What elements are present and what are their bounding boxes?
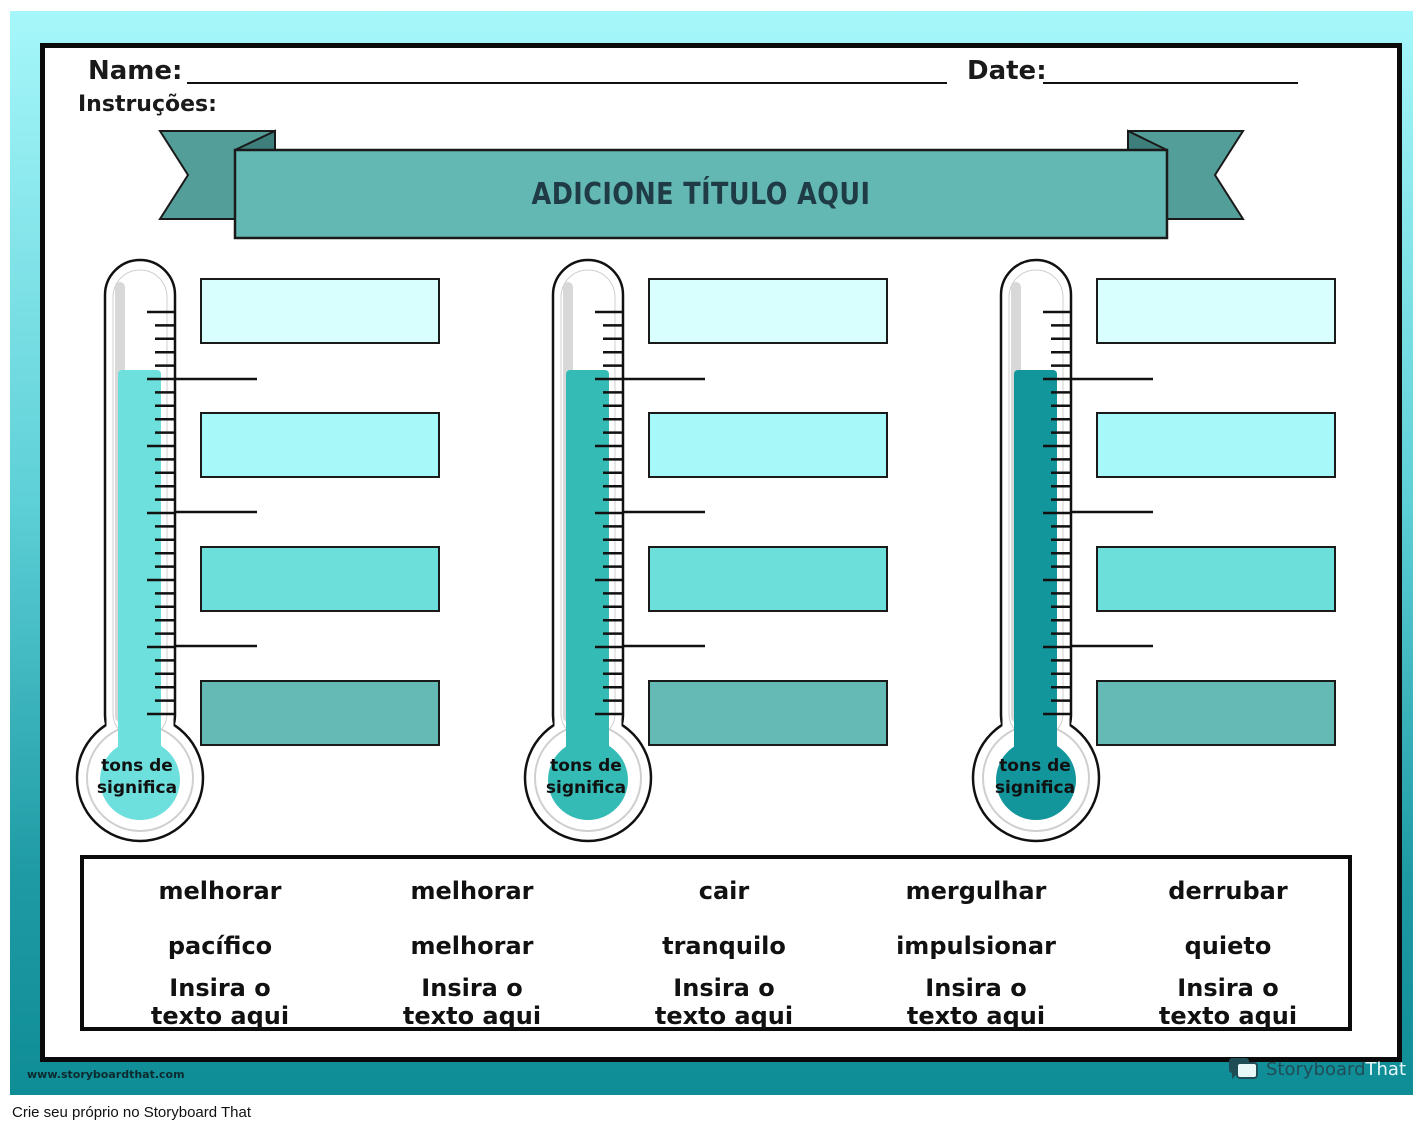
answer-box[interactable] xyxy=(648,412,888,478)
answer-box[interactable] xyxy=(1096,680,1336,746)
word-bank-word[interactable]: pacífico xyxy=(167,932,273,960)
name-line[interactable] xyxy=(187,82,947,84)
word-bank-word[interactable]: mergulhar xyxy=(905,877,1047,905)
date-label: Date: xyxy=(967,56,1047,86)
word-bank-word[interactable]: cair xyxy=(698,877,750,905)
storyboardthat-logo[interactable]: StoryboardThat xyxy=(1228,1055,1406,1083)
answer-box[interactable] xyxy=(200,680,440,746)
answer-box[interactable] xyxy=(648,278,888,344)
word-bank-placeholder[interactable]: Insira o texto aqui xyxy=(150,974,290,1030)
word-bank-placeholder[interactable]: Insira o texto aqui xyxy=(654,974,794,1030)
answer-box[interactable] xyxy=(1096,546,1336,612)
answer-box[interactable] xyxy=(1096,412,1336,478)
thermometer-liquid xyxy=(1014,370,1057,765)
word-bank-word[interactable]: impulsionar xyxy=(896,932,1056,960)
answer-box[interactable] xyxy=(200,278,440,344)
page-caption: Crie seu próprio no Storyboard That xyxy=(12,1104,252,1121)
brand-text-that: That xyxy=(1365,1058,1407,1080)
thermometer-liquid xyxy=(118,370,161,765)
bulb-label-2[interactable]: tons de significa xyxy=(545,756,627,798)
banner-title[interactable]: ADICIONE TÍTULO AQUI xyxy=(531,176,871,212)
thermometers-graphic xyxy=(75,258,1153,843)
answer-box[interactable] xyxy=(648,680,888,746)
word-bank-word[interactable]: melhorar xyxy=(158,877,282,905)
answer-box[interactable] xyxy=(648,546,888,612)
word-bank-placeholder[interactable]: Insira o texto aqui xyxy=(906,974,1046,1030)
title-banner xyxy=(158,129,1245,240)
bulb-label-1[interactable]: tons de significa xyxy=(96,756,178,798)
word-bank-word[interactable]: melhorar xyxy=(410,932,534,960)
thermometer-liquid xyxy=(566,370,609,765)
bulb-label-3[interactable]: tons de significa xyxy=(994,756,1076,798)
word-bank-word[interactable]: melhorar xyxy=(410,877,534,905)
word-bank-word[interactable]: derrubar xyxy=(1168,877,1288,905)
word-bank: melhorar pacífico Insira o texto aqui me… xyxy=(80,855,1352,1031)
instructions-label: Instruções: xyxy=(78,92,217,117)
answer-box[interactable] xyxy=(1096,278,1336,344)
word-bank-placeholder[interactable]: Insira o texto aqui xyxy=(1158,974,1298,1030)
name-label: Name: xyxy=(88,56,183,86)
brand-text-storyboard: Storyboard xyxy=(1266,1058,1366,1080)
footer-url[interactable]: www.storyboardthat.com xyxy=(27,1068,185,1081)
answer-box[interactable] xyxy=(200,412,440,478)
speech-bubble-icon xyxy=(1229,1058,1258,1079)
word-bank-placeholder[interactable]: Insira o texto aqui xyxy=(402,974,542,1030)
date-line[interactable] xyxy=(1043,82,1298,84)
word-bank-word[interactable]: tranquilo xyxy=(662,932,786,960)
answer-box[interactable] xyxy=(200,546,440,612)
word-bank-word[interactable]: quieto xyxy=(1184,932,1272,960)
